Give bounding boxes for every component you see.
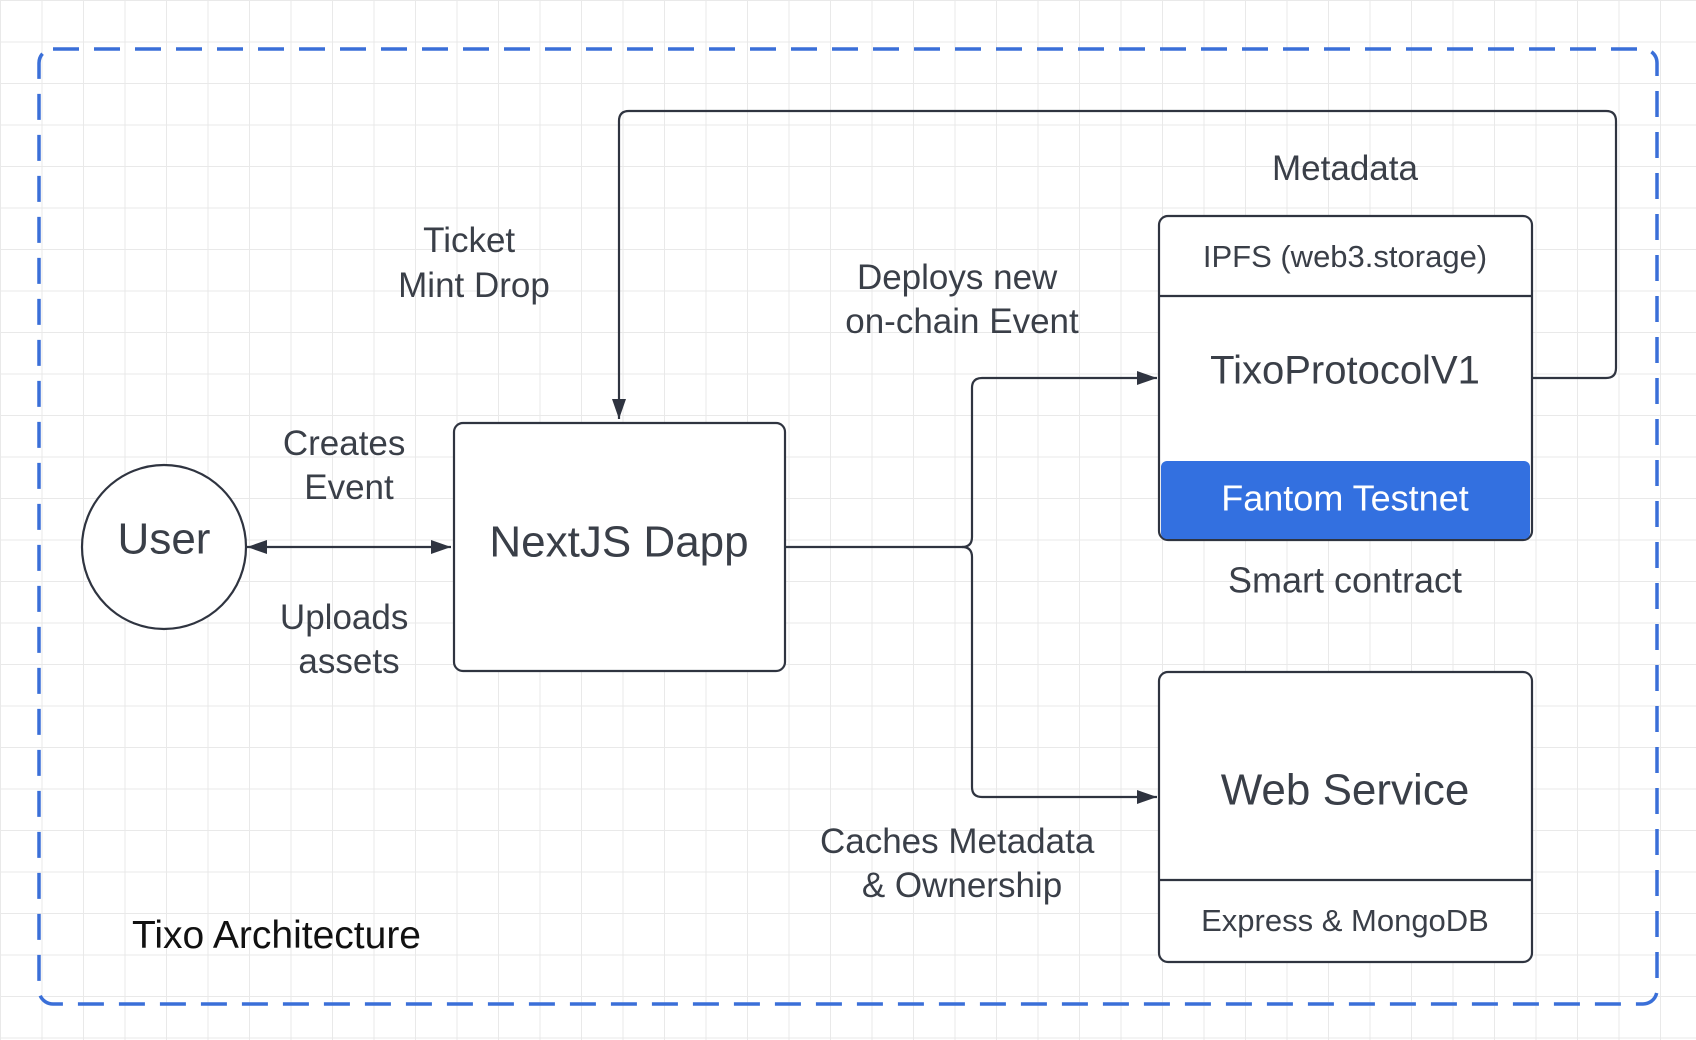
diagram-title: Tixo Architecture (132, 914, 421, 957)
fantom-testnet-label: Fantom Testnet (1221, 478, 1468, 519)
protocol-node[interactable]: IPFS (web3.storage) TixoProtocolV1 Fanto… (1157, 214, 1534, 601)
ticket-mint-drop-line-1: Ticket (423, 221, 515, 260)
metadata-label: Metadata (1272, 149, 1418, 188)
protocol-dapp-return-edge (612, 109, 1618, 419)
web-service-box (1157, 670, 1534, 964)
uploads-assets-line-2: assets (298, 642, 399, 681)
creates-event-label: Creates Event (283, 424, 415, 507)
web-service-title: Web Service (1221, 766, 1470, 815)
ipfs-label: IPFS (web3.storage) (1203, 239, 1487, 274)
user-node[interactable]: User (80, 463, 248, 631)
dapp-node[interactable]: NextJS Dapp (452, 421, 787, 673)
smart-contract-caption: Smart contract (1228, 560, 1462, 601)
deploys-event-line-1: Deploys new (857, 258, 1058, 297)
connectors (247, 109, 1618, 804)
system-boundary (37, 47, 1659, 1006)
caches-label: Caches Metadata & Ownership (820, 822, 1104, 905)
user-label: User (118, 515, 211, 564)
uploads-assets-line-1: Uploads (280, 598, 408, 637)
fantom-testnet-bar (1161, 461, 1530, 539)
dapp-label: NextJS Dapp (489, 518, 748, 567)
user-circle (80, 463, 248, 631)
caches-line-2: & Ownership (862, 866, 1062, 905)
dapp-box (452, 421, 787, 673)
ticket-mint-drop-line-2: Mint Drop (398, 266, 550, 305)
ticket-mint-drop-label: Ticket Mint Drop (398, 221, 550, 305)
creates-event-line-2: Event (304, 468, 394, 507)
edge-labels: Creates Event Uploads assets Ticket Mint… (280, 149, 1419, 905)
deploys-event-label: Deploys new on-chain Event (845, 258, 1079, 341)
dapp-protocol-edge (786, 371, 1157, 549)
web-service-node[interactable]: Web Service Express & MongoDB (1157, 670, 1534, 964)
dapp-web-service-edge (961, 545, 1157, 804)
protocol-title: TixoProtocolV1 (1210, 349, 1480, 393)
creates-event-line-1: Creates (283, 424, 406, 463)
caches-line-1: Caches Metadata (820, 822, 1095, 861)
uploads-assets-label: Uploads assets (280, 598, 418, 681)
deploys-event-line-2: on-chain Event (845, 302, 1079, 341)
express-mongodb-label: Express & MongoDB (1201, 903, 1489, 938)
